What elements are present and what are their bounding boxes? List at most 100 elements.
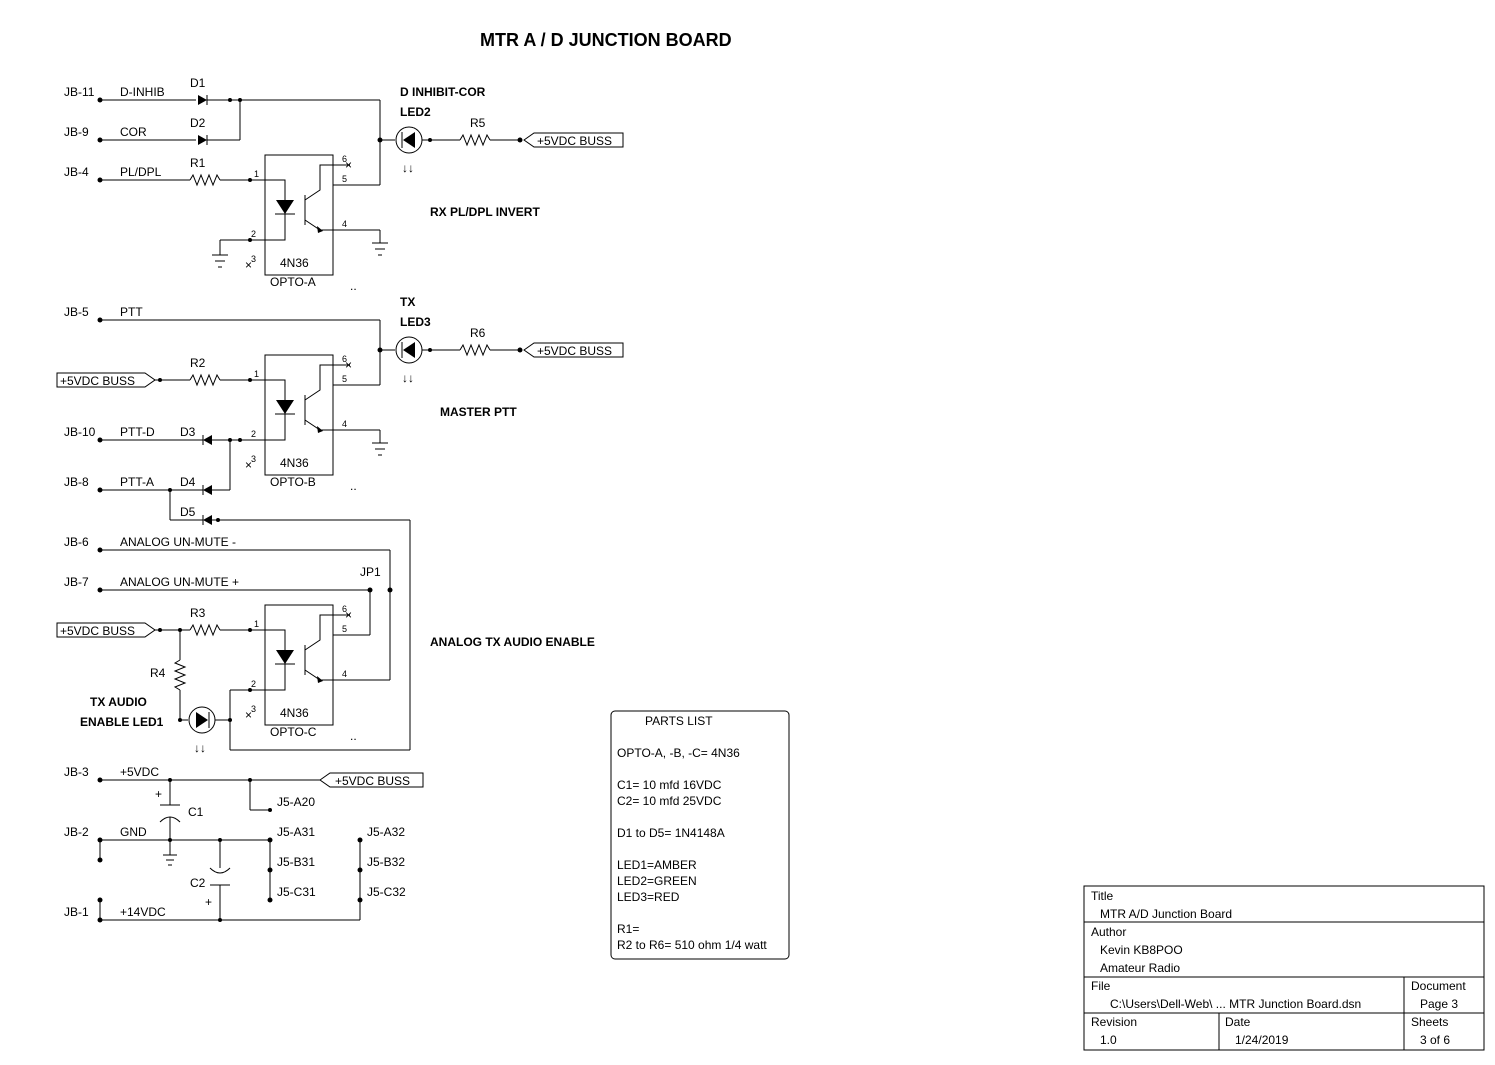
author-label: Author bbox=[1091, 925, 1126, 939]
bus-tag bbox=[523, 342, 624, 358]
svg-text:1: 1 bbox=[254, 169, 259, 179]
sheet-title: MTR A / D JUNCTION BOARD bbox=[480, 30, 732, 50]
opto-name: OPTO-B bbox=[270, 475, 316, 489]
section-power: JB-3 +5VDC +5VDC BUSS J5-A20 + C1 JB-2 G… bbox=[64, 765, 424, 923]
svg-text:2: 2 bbox=[251, 229, 256, 239]
no-connect-icon: × bbox=[245, 458, 252, 472]
opto-part: 4N36 bbox=[280, 456, 309, 470]
resistor-symbol bbox=[459, 343, 491, 357]
resistor-label: R3 bbox=[190, 606, 206, 620]
svg-text:3: 3 bbox=[251, 254, 256, 264]
jumper-label: JP1 bbox=[360, 565, 381, 579]
svg-text:2: 2 bbox=[251, 679, 256, 689]
led-label: LED3 bbox=[400, 315, 431, 329]
parts-list-line: LED3=RED bbox=[617, 890, 680, 904]
sheets-value: 3 of 6 bbox=[1420, 1033, 1450, 1047]
terminal-label: JB-6 bbox=[64, 535, 89, 549]
resistor-symbol bbox=[189, 623, 221, 637]
connector-label: J5-B32 bbox=[367, 855, 405, 869]
diode-symbol bbox=[198, 95, 207, 105]
diode-symbol bbox=[203, 485, 212, 495]
svg-text:5: 5 bbox=[342, 174, 347, 184]
svg-text:6: 6 bbox=[342, 354, 347, 364]
section-label: TX AUDIO bbox=[90, 695, 147, 709]
terminal-label: JB-10 bbox=[64, 425, 96, 439]
diode-symbol bbox=[198, 135, 207, 145]
net-label: ANALOG UN-MUTE - bbox=[120, 535, 236, 549]
parts-list-line: R2 to R6= 510 ohm 1/4 watt bbox=[617, 938, 767, 952]
parts-list-line: R1= bbox=[617, 922, 639, 936]
terminal-label: JB-1 bbox=[64, 905, 89, 919]
bus-label: +5VDC BUSS bbox=[335, 774, 410, 788]
file-value: C:\Users\Dell-Web\ ... MTR Junction Boar… bbox=[1110, 997, 1361, 1011]
opto-part: 4N36 bbox=[280, 256, 309, 270]
parts-list-line: OPTO-A, -B, -C= 4N36 bbox=[617, 746, 740, 760]
terminal-label: JB-3 bbox=[64, 765, 89, 779]
parts-list-line: LED1=AMBER bbox=[617, 858, 697, 872]
section-label: RX PL/DPL INVERT bbox=[430, 205, 540, 219]
no-connect-icon: × bbox=[245, 258, 252, 272]
svg-text:4: 4 bbox=[342, 219, 347, 229]
svg-text:4: 4 bbox=[342, 669, 347, 679]
svg-text:6: 6 bbox=[342, 154, 347, 164]
parts-list-line: D1 to D5= 1N4148A bbox=[617, 826, 725, 840]
net-label: PTT-D bbox=[120, 425, 155, 439]
svg-text:3: 3 bbox=[251, 454, 256, 464]
resistor-symbol bbox=[173, 659, 187, 691]
capacitor-label: C2 bbox=[190, 876, 206, 890]
file-label: File bbox=[1091, 979, 1111, 993]
connector-label: J5-B31 bbox=[277, 855, 315, 869]
light-arrows-icon: ↓↓ bbox=[194, 741, 206, 755]
parts-list: PARTS LIST OPTO-A, -B, -C= 4N36 C1= 10 m… bbox=[610, 710, 790, 960]
bus-tag bbox=[56, 372, 156, 388]
terminal-label: JB-11 bbox=[64, 85, 95, 99]
section-master-ptt: JB-5 PTT +5VDC BUSS R2 1 2 3 4 5 6 × bbox=[56, 295, 624, 750]
diode-label: D1 bbox=[190, 76, 206, 90]
resistor-label: R1 bbox=[190, 156, 206, 170]
no-connect-icon: × bbox=[245, 708, 252, 722]
svg-text:6: 6 bbox=[342, 604, 347, 614]
svg-text:1: 1 bbox=[254, 619, 259, 629]
terminal-label: JB-5 bbox=[64, 305, 89, 319]
parts-list-line: C1= 10 mfd 16VDC bbox=[617, 778, 722, 792]
light-arrows-icon: ↓↓ bbox=[402, 161, 414, 175]
opto-led-icon bbox=[276, 400, 294, 414]
resistor-symbol bbox=[189, 173, 221, 187]
resistor-symbol bbox=[189, 373, 221, 387]
bus-label: +5VDC BUSS bbox=[60, 374, 135, 388]
section-d-inhibit-cor: JB-11 D-INHIB D1 JB-9 COR D2 JB-4 PL/DPL… bbox=[64, 76, 624, 293]
diode-symbol bbox=[203, 435, 212, 445]
date-label: Date bbox=[1225, 1015, 1251, 1029]
resistor-label: R4 bbox=[150, 666, 166, 680]
title-value: MTR A/D Junction Board bbox=[1100, 907, 1232, 921]
revision-label: Revision bbox=[1091, 1015, 1137, 1029]
svg-text:3: 3 bbox=[251, 704, 256, 714]
net-label: PTT bbox=[120, 305, 143, 319]
section-label: MASTER PTT bbox=[440, 405, 517, 419]
title-block: Title MTR A/D Junction Board Author Kevi… bbox=[1083, 885, 1485, 1051]
bus-label: +5VDC BUSS bbox=[60, 624, 135, 638]
connector-label: J5-A31 bbox=[277, 825, 315, 839]
diode-label: D5 bbox=[180, 505, 196, 519]
opto-b-body bbox=[264, 354, 334, 476]
terminal-label: JB-2 bbox=[64, 825, 89, 839]
capacitor-label: C1 bbox=[188, 805, 204, 819]
no-connect-icon: × bbox=[345, 608, 352, 622]
terminal-label: JB-7 bbox=[64, 575, 89, 589]
title-label: Title bbox=[1091, 889, 1114, 903]
svg-text:..: .. bbox=[350, 479, 357, 493]
author-value: Kevin KB8POO bbox=[1100, 943, 1183, 957]
opto-c-body bbox=[264, 604, 334, 726]
svg-text:..: .. bbox=[350, 729, 357, 743]
section-label: TX bbox=[400, 295, 415, 309]
revision-value: 1.0 bbox=[1100, 1033, 1117, 1047]
document-label: Document bbox=[1411, 979, 1466, 993]
connector-label: J5-A20 bbox=[277, 795, 315, 809]
resistor-label: R2 bbox=[190, 356, 206, 370]
net-label: PTT-A bbox=[120, 475, 154, 489]
document-value: Page 3 bbox=[1420, 997, 1458, 1011]
svg-text:1: 1 bbox=[254, 369, 259, 379]
connector-label: J5-C31 bbox=[277, 885, 316, 899]
svg-text:5: 5 bbox=[342, 374, 347, 384]
